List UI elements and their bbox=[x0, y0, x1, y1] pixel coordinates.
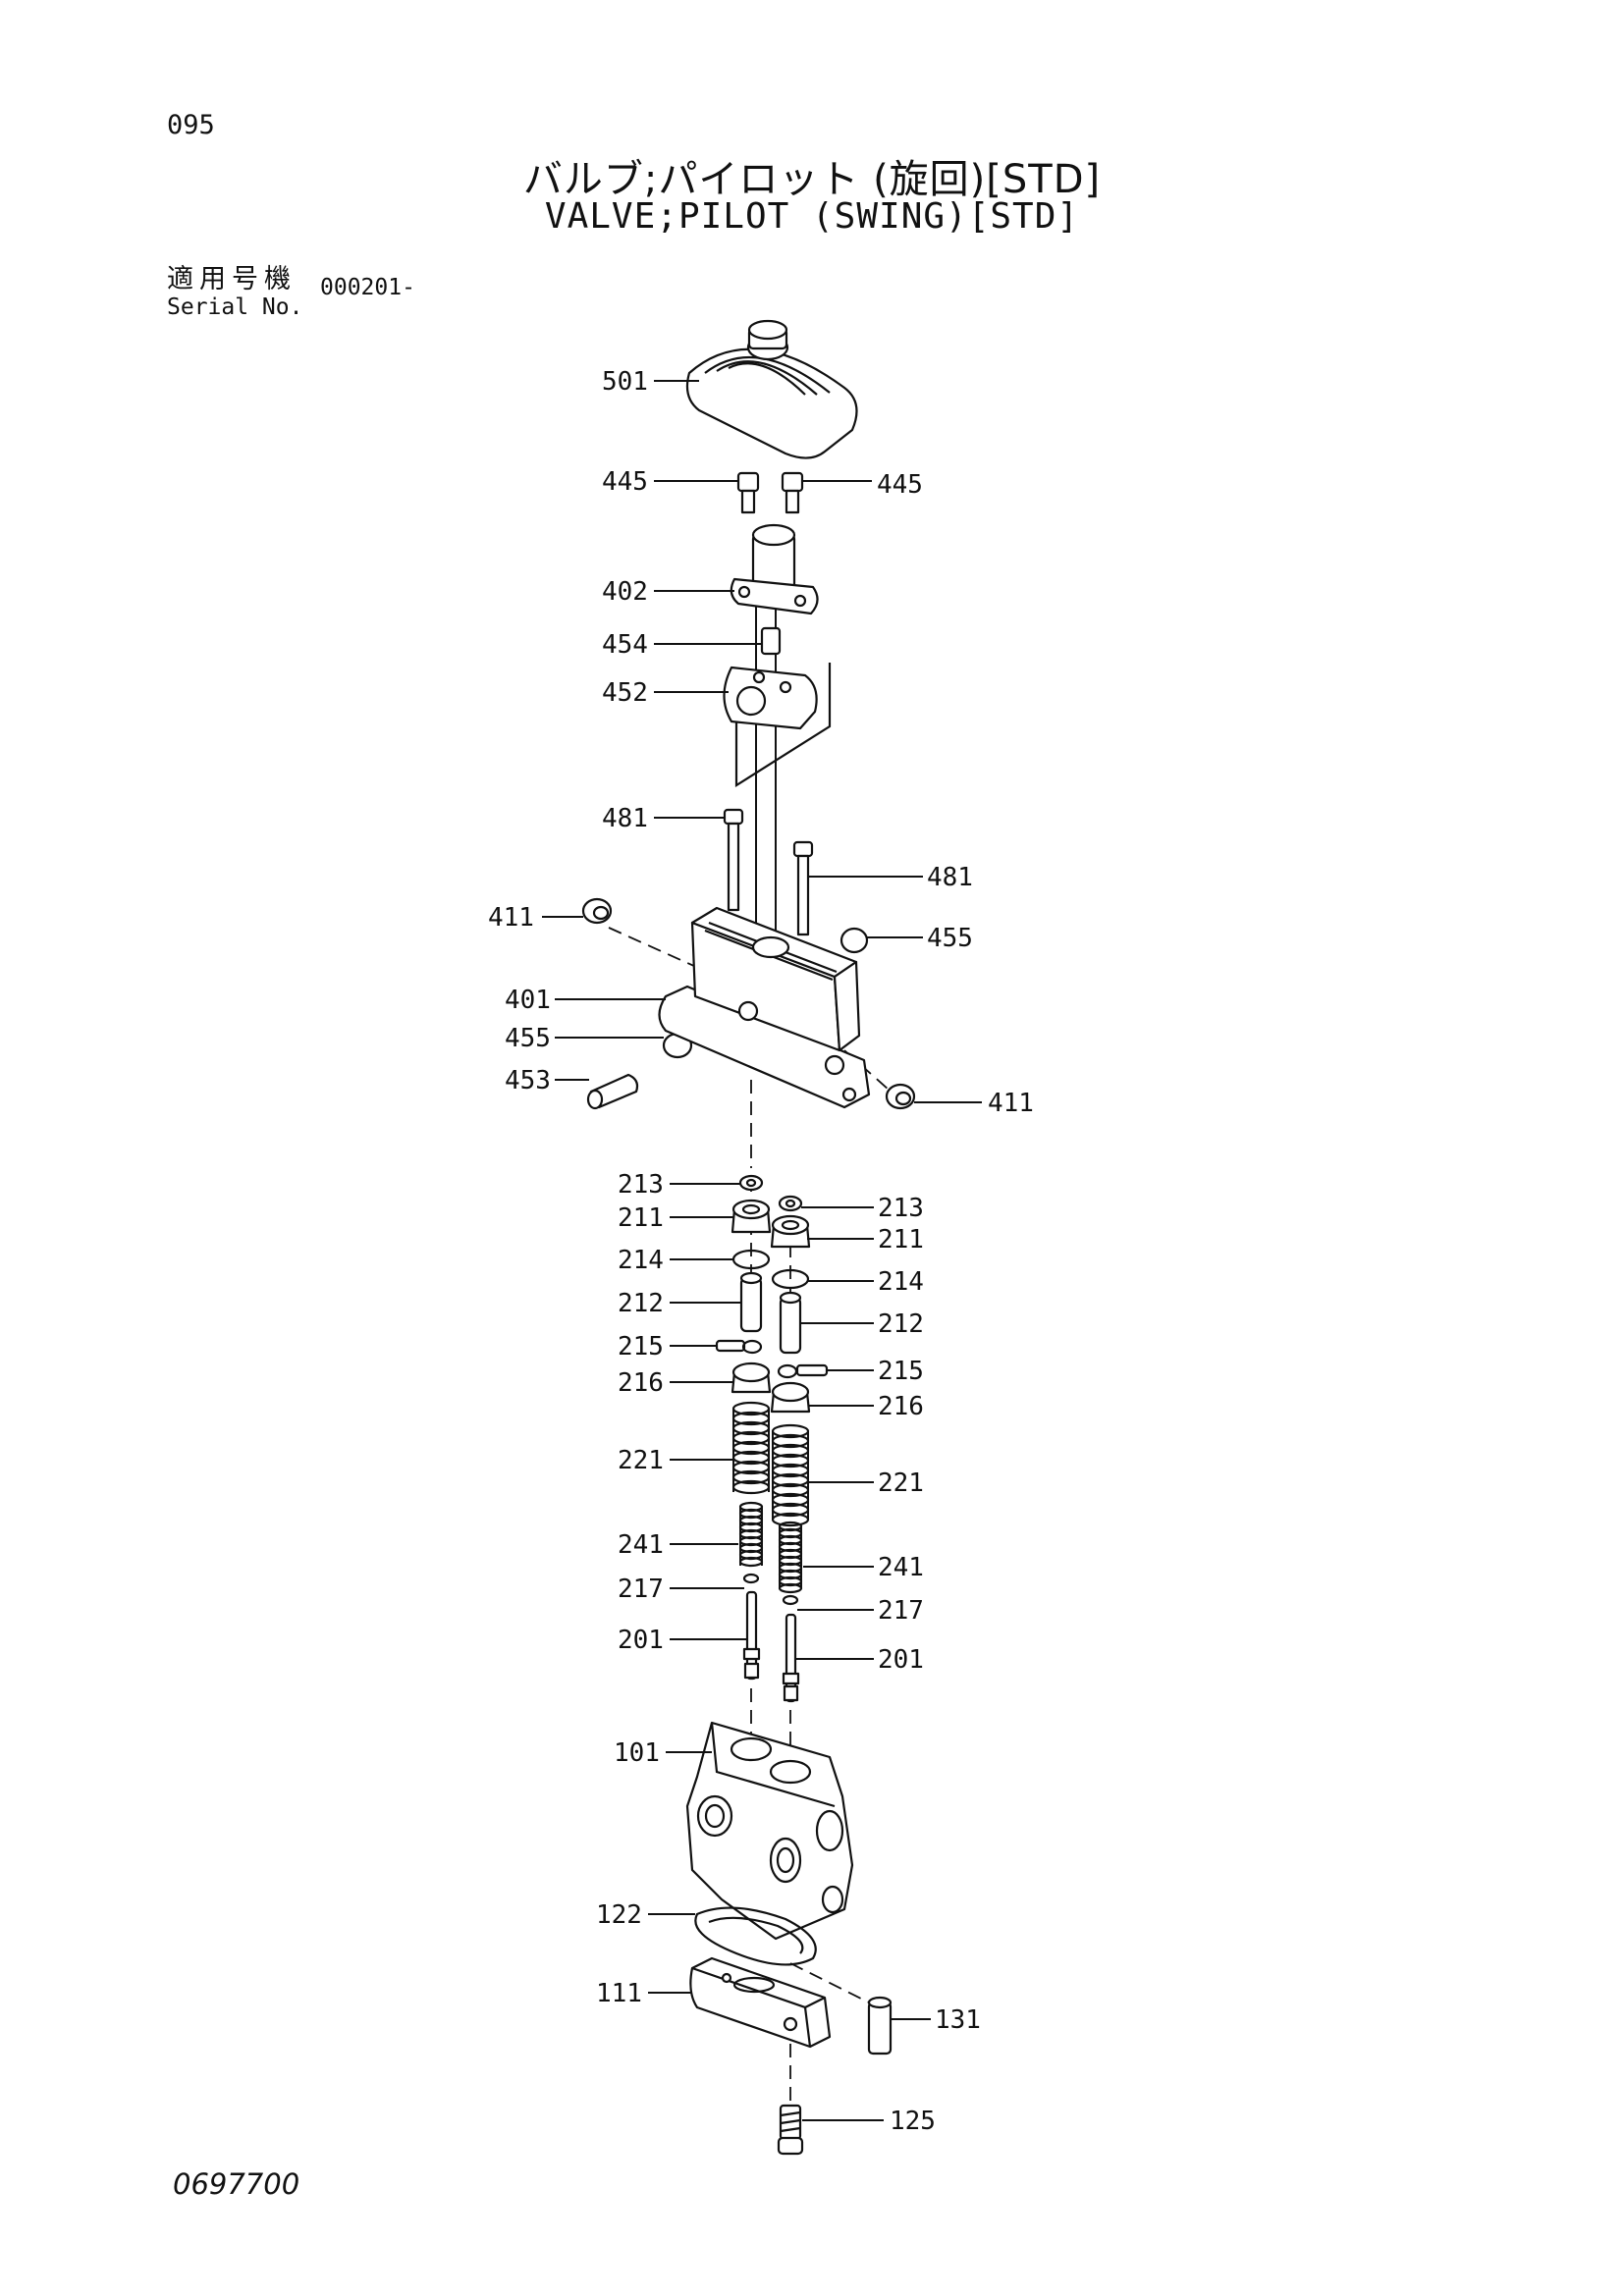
part-241-springs bbox=[738, 1501, 803, 1594]
callout-211-right: 211 bbox=[878, 1225, 924, 1255]
part-453-pin bbox=[586, 1073, 639, 1110]
part-454-screw bbox=[760, 626, 782, 656]
callout-455-right: 455 bbox=[927, 924, 973, 953]
page-number: 095 bbox=[167, 110, 215, 140]
callout-221-left: 221 bbox=[618, 1446, 664, 1475]
callout-402: 402 bbox=[602, 577, 648, 607]
callout-241-left: 241 bbox=[618, 1530, 664, 1560]
part-201-spools bbox=[742, 1590, 800, 1703]
drawing-number: 0697700 bbox=[173, 2167, 300, 2201]
callout-215-left: 215 bbox=[618, 1332, 664, 1362]
part-131-pin bbox=[867, 1996, 893, 2056]
callout-217-left: 217 bbox=[618, 1575, 664, 1604]
callout-214-right: 214 bbox=[878, 1267, 924, 1297]
callout-445-right: 445 bbox=[877, 470, 923, 500]
part-217-washers bbox=[742, 1573, 799, 1606]
part-402-plate bbox=[730, 523, 819, 615]
part-111-plate bbox=[689, 1956, 832, 2049]
part-501-boot bbox=[685, 319, 858, 459]
callout-481-right: 481 bbox=[927, 863, 973, 892]
callout-213-right: 213 bbox=[878, 1194, 924, 1223]
part-212-rods bbox=[739, 1271, 802, 1355]
serial-number-range: 000201- bbox=[320, 275, 415, 300]
callout-101: 101 bbox=[614, 1738, 660, 1768]
callout-211-left: 211 bbox=[618, 1203, 664, 1233]
callout-201-right: 201 bbox=[878, 1645, 924, 1675]
part-215-pins bbox=[715, 1339, 829, 1379]
part-452-block bbox=[723, 666, 818, 730]
callout-122: 122 bbox=[596, 1900, 642, 1930]
serial-label-english: Serial No. bbox=[167, 294, 303, 320]
callout-201-left: 201 bbox=[618, 1626, 664, 1655]
part-101-body bbox=[685, 1721, 854, 1941]
callout-453: 453 bbox=[505, 1066, 551, 1095]
title-japanese: バルブ;パイロット (旋回)[STD] bbox=[522, 157, 1102, 202]
part-411-plugs bbox=[581, 897, 916, 1110]
callout-111: 111 bbox=[596, 1979, 642, 2008]
serial-label-japanese: 適用号機 bbox=[167, 264, 297, 294]
callout-212-right: 212 bbox=[878, 1309, 924, 1339]
callout-445-left: 445 bbox=[602, 467, 648, 497]
callout-214-left: 214 bbox=[618, 1246, 664, 1275]
part-211-seals bbox=[731, 1199, 811, 1249]
callout-216-left: 216 bbox=[618, 1368, 664, 1398]
callout-481-left: 481 bbox=[602, 804, 648, 833]
part-481-bolts bbox=[723, 808, 814, 936]
part-122-o-ring bbox=[694, 1906, 817, 1966]
callout-452: 452 bbox=[602, 678, 648, 708]
callout-215-right: 215 bbox=[878, 1357, 924, 1386]
leader-lines bbox=[542, 380, 982, 2121]
callout-221-right: 221 bbox=[878, 1468, 924, 1498]
callout-454: 454 bbox=[602, 630, 648, 660]
part-125-bolt bbox=[777, 2104, 804, 2156]
part-401-casing bbox=[658, 906, 871, 1109]
part-221-springs bbox=[731, 1401, 810, 1527]
callout-411-right: 411 bbox=[988, 1089, 1034, 1118]
callout-212-left: 212 bbox=[618, 1289, 664, 1318]
callout-labels: 501 445 445 402 454 452 481 481 411 455 … bbox=[488, 367, 1034, 2136]
part-213-washers bbox=[738, 1174, 803, 1212]
callout-411-left: 411 bbox=[488, 903, 534, 933]
callout-455-left: 455 bbox=[505, 1024, 551, 1053]
callout-131: 131 bbox=[935, 2005, 981, 2035]
part-445-bolts bbox=[736, 471, 804, 514]
callout-241-right: 241 bbox=[878, 1553, 924, 1582]
callout-125: 125 bbox=[890, 2107, 936, 2136]
callout-213-left: 213 bbox=[618, 1170, 664, 1200]
part-216-seats bbox=[731, 1362, 811, 1414]
callout-401: 401 bbox=[505, 986, 551, 1015]
callout-501: 501 bbox=[602, 367, 648, 397]
callout-217-right: 217 bbox=[878, 1596, 924, 1626]
title-english: VALVE;PILOT (SWING)[STD] bbox=[544, 196, 1080, 237]
callout-216-right: 216 bbox=[878, 1392, 924, 1421]
